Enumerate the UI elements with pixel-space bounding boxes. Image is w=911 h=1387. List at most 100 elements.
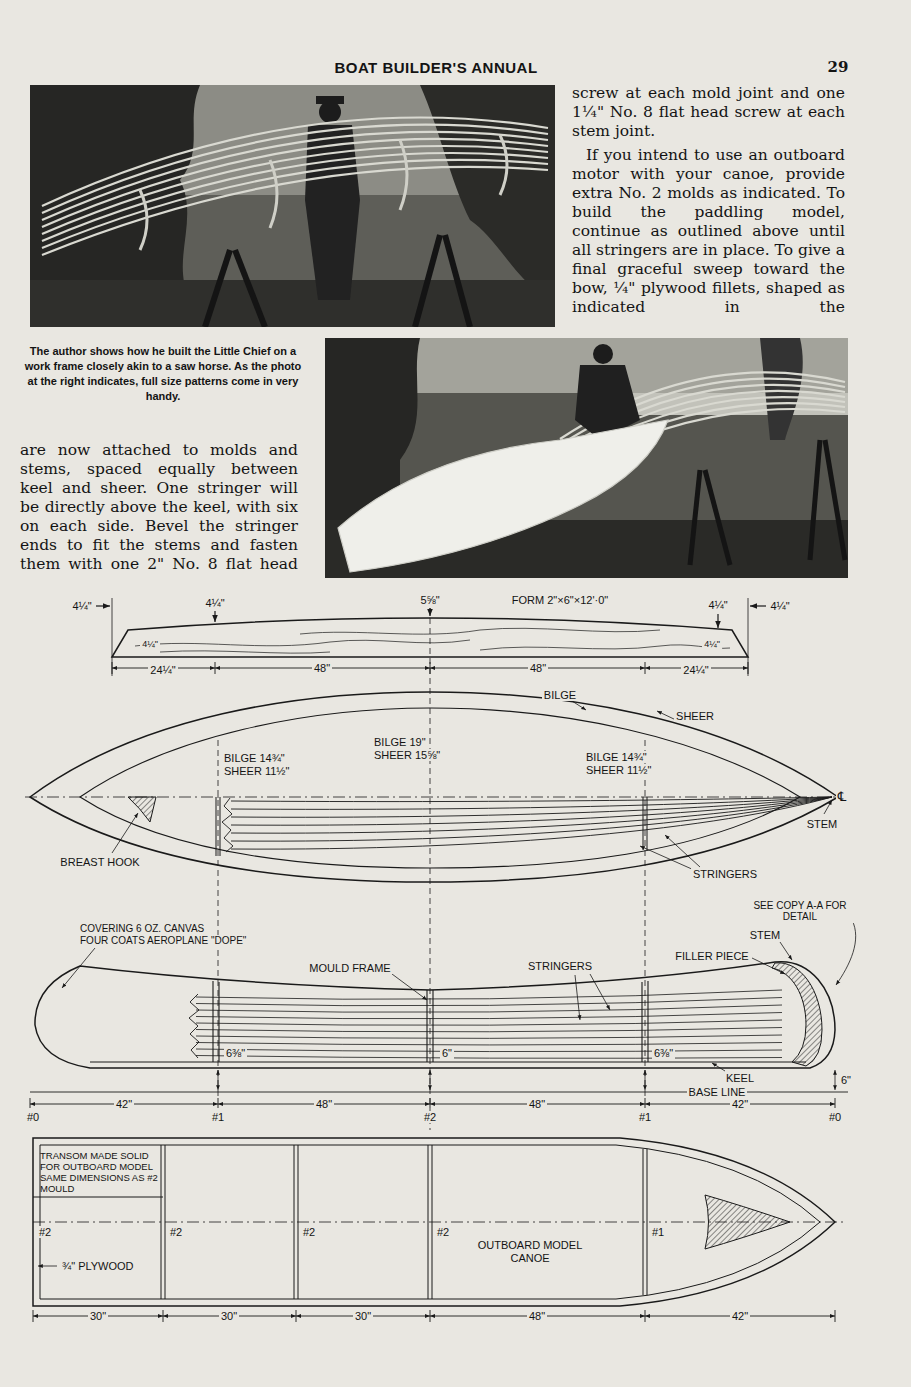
dimension-label: 4¼" [706,599,729,612]
outboard-plan [33,1138,846,1322]
centerline-symbol: ℄ [836,790,848,805]
bilge-line [80,708,800,868]
photo-background [30,85,555,327]
dimension-label: 48" [528,662,548,675]
note-label: ¾" PLYWOOD [60,1260,136,1273]
dimension-tick [430,1098,431,1108]
part-label: BREAST HOOK [58,856,141,869]
note-label: 6⅜" [224,1047,247,1060]
mould-number: #1 [637,1111,653,1124]
part-label: STEM [748,929,783,942]
breast-hook [128,797,156,822]
mould-frame [216,797,647,856]
photo [325,338,848,578]
canoe-mold [140,190,147,250]
mould-station-line [430,598,431,1130]
photo-man-hat [316,96,344,104]
dimension-label: 24¼" [681,664,710,677]
dimension-tick [218,1098,219,1108]
dimension-arrow [214,611,215,622]
leader-line [572,701,586,710]
page-header: BOAT BUILDER'S ANNUAL [334,59,537,76]
saw-horse [810,440,820,560]
dimension-tick [835,1310,836,1322]
dimension-tick [430,1310,431,1322]
note-label: OUTBOARD MODEL CANOE [474,1239,586,1264]
part-label: BILGE [542,689,578,702]
side-elevation [30,920,856,1108]
dimension-label: 5⅝" [418,594,441,607]
dimension-tick [112,662,113,674]
dimension-tick [163,1310,164,1322]
part-label: STEM [805,818,840,831]
note-label: BILGE 14¾" [222,752,287,765]
canoe-mold [400,140,407,210]
mould-number: #2 [301,1226,317,1239]
part-label: KEEL [724,1072,756,1085]
stringer [196,1020,782,1025]
break-line [222,798,233,852]
part-label: SHEER [674,710,716,723]
stringer [231,797,832,825]
note-label: BILGE 14¾" [584,751,649,764]
photo-caption: The author shows how he built the Little… [22,344,304,404]
leader-line [824,800,832,814]
mould-number: #0 [827,1111,843,1124]
dimension-label: 48" [527,1310,547,1323]
leader-line [836,920,856,985]
note-label: 6⅜" [652,1047,675,1060]
dimension-arrow [430,1070,431,1090]
leader-line [590,974,610,1010]
dimension-arrow [645,1070,646,1090]
leader-line [392,974,427,1000]
dimension-label: 30" [88,1310,108,1323]
mould-number: #2 [37,1226,53,1239]
note-label: TRANSOM MADE SOLID FOR OUTBOARD MODEL SA… [40,1150,158,1194]
mould-number: #1 [650,1226,666,1239]
note-label: SEE COPY A-A FOR DETAIL [743,900,857,923]
mould-frame [212,981,213,1062]
stringer [231,797,832,841]
dimension-tick [748,662,749,674]
dimension-label: 6" [839,1074,853,1087]
leader-line [112,813,138,853]
wood-grain [160,651,330,653]
transom-box [33,1197,163,1198]
leader-line [780,942,792,960]
mould-frame [426,990,427,1062]
breast-hook [705,1195,790,1249]
stringer [196,1056,782,1059]
canoe-mold [270,160,277,228]
part-label: STRINGERS [526,960,594,973]
leader-line [38,1266,57,1267]
note-label: FORM 2"×6"×12'·0" [510,594,610,607]
dimension-label: 48" [312,662,332,675]
saw-horse [705,470,730,565]
dimension-arrow [218,1070,219,1090]
dimension-arrow [835,1070,836,1090]
photo [30,85,555,327]
saw-horse [825,440,845,560]
dimension-tick [645,1098,646,1108]
dimension-tick [30,1098,31,1108]
note-label: BILGE 19" [372,736,428,749]
extension-line [748,598,749,676]
mould-frame [218,982,219,1062]
dimension-label: 30" [219,1310,239,1323]
stem-piece [772,963,822,1066]
saw-horse [235,250,265,327]
mould-number: #2 [435,1226,451,1239]
canoe-frame [42,117,548,206]
photo-man-head [319,101,341,123]
dimension-label: 48" [314,1098,334,1111]
mould-number: #2 [168,1226,184,1239]
leader-line [640,846,694,870]
dimension-label: 4¼" [702,639,722,649]
wood-grain [480,645,730,650]
note-label: 6" [440,1047,454,1060]
dimension-tick [645,662,646,674]
stringer [196,1005,782,1012]
dimension-tick [645,1310,646,1322]
stringer [196,1013,782,1019]
